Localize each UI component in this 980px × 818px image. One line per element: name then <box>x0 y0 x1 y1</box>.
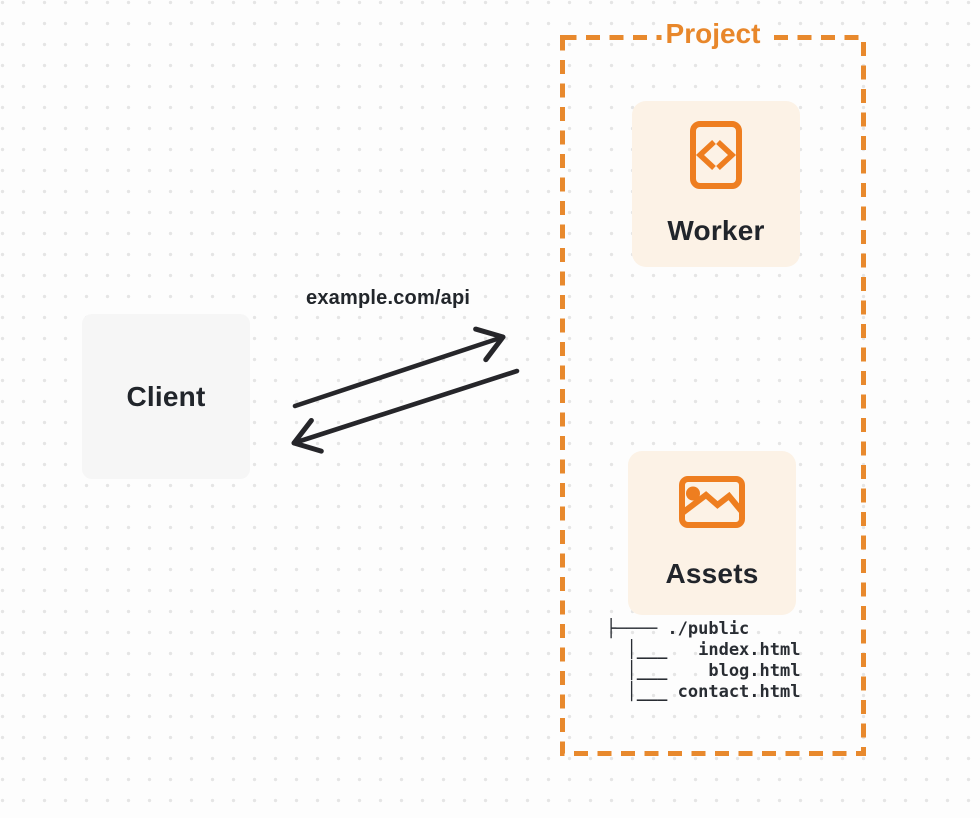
file-tree-line-contact: │___ contact.html <box>606 682 801 702</box>
worker-label: Worker <box>667 215 765 246</box>
response-arrow <box>291 368 520 454</box>
project-boundary: Project Worker Assets ├──── ./public │__… <box>560 18 866 756</box>
request-url-label: example.com/api <box>306 287 471 309</box>
assets-node: Assets <box>628 451 796 615</box>
file-tree-line-blog: │___ blog.html <box>606 661 801 681</box>
file-tree-line-index: │___ index.html <box>606 640 801 660</box>
assets-label: Assets <box>665 558 759 589</box>
image-icon <box>679 476 745 528</box>
code-file-icon <box>690 121 742 189</box>
client-label: Client <box>126 380 206 412</box>
worker-node: Worker <box>632 101 800 267</box>
client-node: Client <box>82 314 250 479</box>
project-title: Project <box>661 18 765 50</box>
file-tree-line-public: ├──── ./public <box>606 619 750 639</box>
request-arrow <box>292 326 506 409</box>
assets-file-tree: ├──── ./public │___ index.html │___ blog… <box>606 619 800 703</box>
